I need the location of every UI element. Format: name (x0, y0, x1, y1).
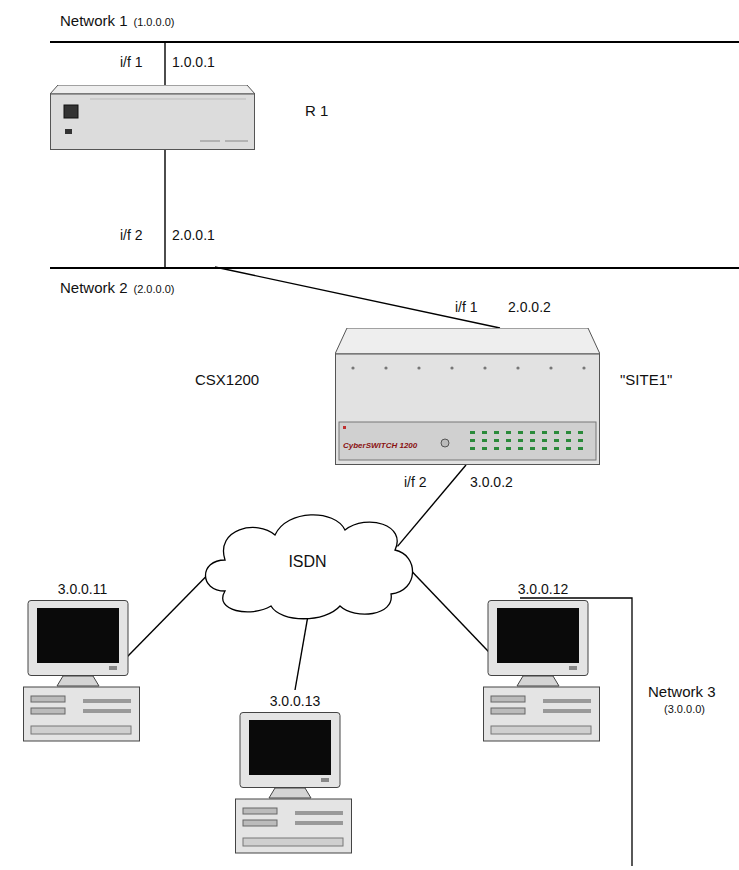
node-label: 3.0.0.12 (478, 581, 608, 597)
network-band: Network 1 (1.0.0.0) (50, 0, 739, 43)
interface-label: 2.0.0.1 (172, 227, 215, 243)
node-label: R 1 (305, 102, 328, 119)
network-label: (3.0.0.0) (664, 703, 705, 716)
computer: 3.0.0.12 (478, 578, 608, 745)
node-label: 3.0.0.13 (235, 693, 355, 709)
interface-label: i/f 1 (455, 299, 478, 315)
network-link (164, 150, 165, 267)
interface-label: i/f 2 (120, 227, 143, 243)
router: R 1 (50, 85, 255, 150)
network-link (411, 571, 488, 652)
interface-label: 1.0.0.1 (172, 54, 215, 70)
node-label: Network 1 (60, 12, 128, 29)
network-link (215, 267, 500, 328)
isdn-cloud: ISDN (195, 505, 420, 620)
brand-logo: CyberSWITCH 1200 (343, 441, 417, 450)
network-link (295, 618, 308, 690)
band-heading: Network 1 (1.0.0.0) (60, 12, 175, 29)
computer-illustration (23, 600, 143, 745)
node-sublabel: (2.0.0.0) (134, 283, 175, 296)
interface-label: i/f 2 (404, 474, 427, 490)
network-link (164, 43, 165, 85)
computer: 3.0.0.13 (235, 690, 355, 857)
network-link (128, 576, 207, 656)
network-label: Network 3 (648, 683, 716, 700)
node-label: ISDN (288, 553, 326, 571)
node-text-wrap: ISDN (195, 505, 420, 620)
node-label: 3.0.0.11 (20, 581, 145, 597)
node-label: Network 2 (60, 279, 128, 296)
network-band: Network 2 (2.0.0.0) (50, 267, 739, 307)
node-sublabel: "SITE1" (620, 371, 672, 388)
interface-label: 3.0.0.2 (470, 474, 513, 490)
node-sublabel: (1.0.0.0) (134, 16, 175, 29)
network-link (398, 465, 467, 546)
computer: 3.0.0.11 (20, 578, 145, 745)
router-illustration (50, 85, 255, 150)
interface-label: 2.0.0.2 (508, 299, 551, 315)
node-label: CSX1200 (195, 371, 259, 388)
computer-illustration (483, 600, 603, 745)
computer-illustration (235, 712, 355, 857)
interface-label: i/f 1 (120, 54, 143, 70)
band-heading: Network 2 (2.0.0.0) (60, 279, 175, 296)
